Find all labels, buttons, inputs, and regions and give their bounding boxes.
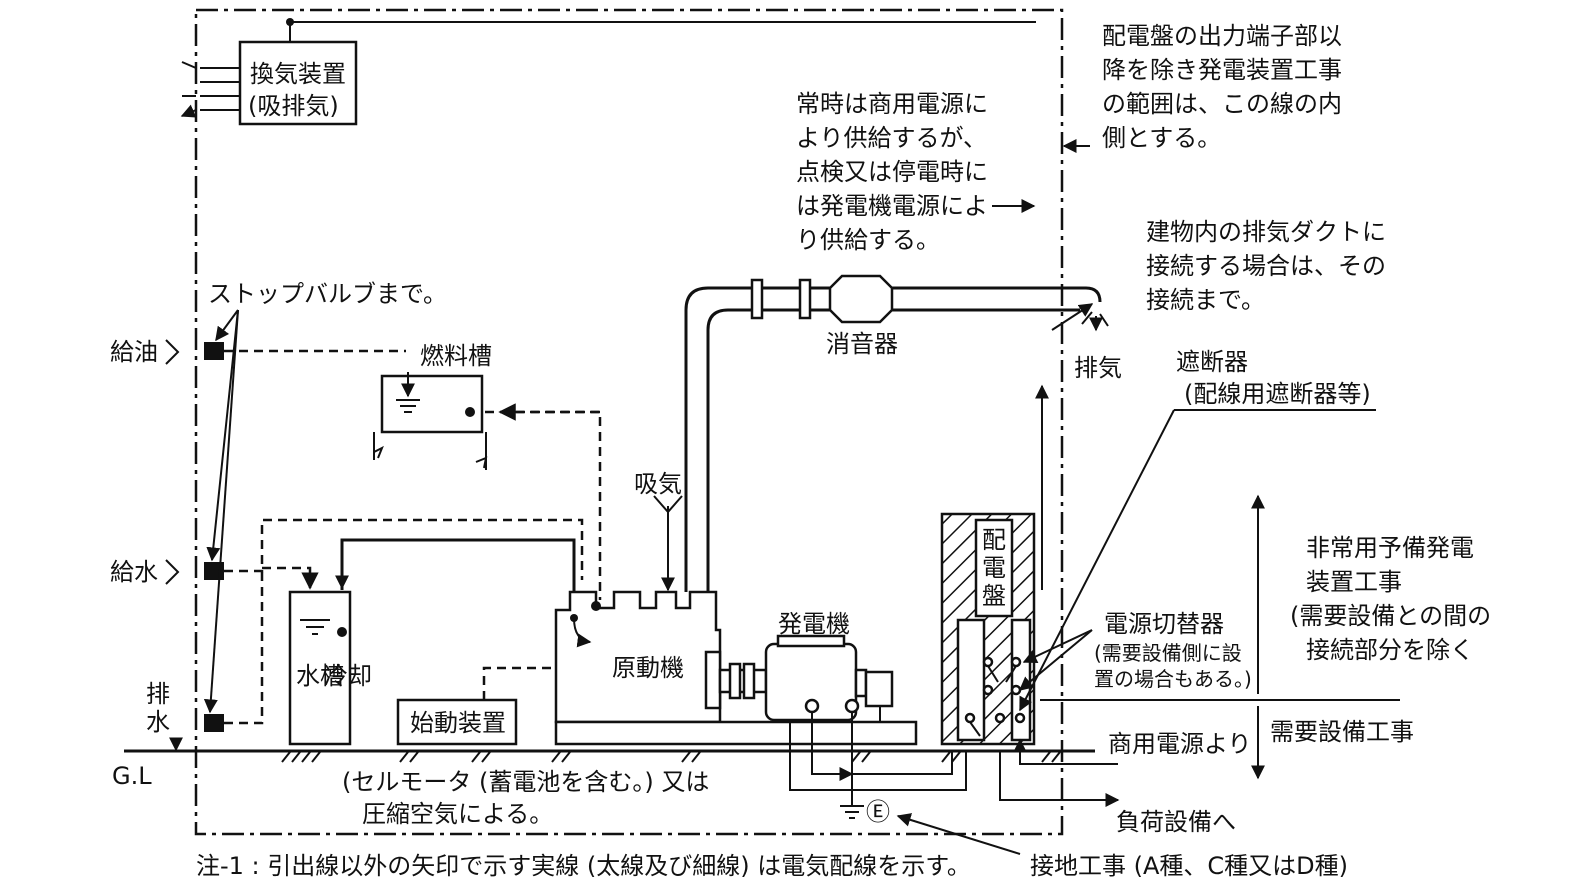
scope-note-3: の範囲は、この線の内 <box>1102 90 1342 118</box>
stop-valve-leaders <box>203 309 239 714</box>
cooling-tank-label-1: 冷却 <box>324 662 372 690</box>
starter-label: 始動装置 <box>410 709 506 737</box>
grounding-work-label: 接地工事 (A種、C種又はD種) <box>1030 852 1348 880</box>
emergency-note-4: 接続部分を除く <box>1306 636 1474 664</box>
ventilation-label-1: 換気装置 <box>250 60 346 88</box>
generator-label: 発電機 <box>778 610 850 638</box>
scope-note-2: 降を除き発電装置工事 <box>1102 56 1342 84</box>
water-pipe <box>224 518 584 580</box>
ventilation-unit <box>182 18 1036 124</box>
intake-label: 吸気 <box>634 470 682 498</box>
fuel-valve <box>204 342 224 360</box>
engine-unit <box>554 495 918 746</box>
duct-note-2: 接続する場合は、その <box>1146 252 1386 280</box>
switch-label-3: 置の場合もある。) <box>1094 667 1252 691</box>
engine-label: 原動機 <box>612 654 684 682</box>
drain-pipe <box>224 571 264 725</box>
demand-work-label: 需要設備工事 <box>1270 718 1414 746</box>
fuel-feed-pipe <box>470 410 602 600</box>
panel-label-1: 配 <box>982 526 1006 554</box>
cooling-inlet-pipe <box>262 566 319 590</box>
muffler-label: 消音器 <box>826 330 898 358</box>
ground-line <box>124 737 1095 763</box>
emergency-note-2: 装置工事 <box>1306 568 1402 596</box>
duct-note-1: 建物内の排気ダクトに <box>1146 218 1386 246</box>
electrical-wiring <box>789 384 1400 807</box>
water-supply-label: 給水 <box>110 558 158 586</box>
emergency-note-3: (需要設備との間の <box>1290 602 1491 630</box>
exhaust-pipe <box>684 274 1108 592</box>
ground-e-symbol: Ⓔ <box>866 798 890 826</box>
ground-symbol <box>840 800 864 819</box>
distribution-panel <box>940 512 1036 746</box>
supply-note-3: 点検又は停電時に <box>796 158 988 186</box>
supply-note-4: は発電機電源によ <box>796 192 988 220</box>
starter-note-1: (セルモータ (蓄電池を含む。) 又は <box>342 768 709 796</box>
gl-label: G.L <box>112 762 152 790</box>
fuel-tank-label: 燃料槽 <box>420 342 492 370</box>
switch-label-2: (需要設備側に設 <box>1094 641 1242 665</box>
emergency-note-1: 非常用予備発電 <box>1306 534 1474 562</box>
duct-note-3: 接続まで。 <box>1146 286 1265 314</box>
drain-label-1: 排 <box>146 680 170 708</box>
from-commercial-label: 商用電源より <box>1108 730 1252 758</box>
drain-valve <box>204 714 224 732</box>
switch-label-1: 電源切替器 <box>1104 610 1224 638</box>
breaker-label-1: 遮断器 <box>1176 348 1248 376</box>
drain-label-2: 水 <box>146 708 170 736</box>
supply-note-2: より供給するが、 <box>796 124 987 152</box>
scope-note-4: 側とする。 <box>1102 124 1221 152</box>
exhaust-label: 排気 <box>1074 354 1122 382</box>
grounding-leader <box>896 813 1021 855</box>
shaft-coupling <box>704 650 768 710</box>
supply-note-1: 常時は商用電源に <box>796 90 988 118</box>
switch-breaker-leaders <box>992 139 1376 712</box>
ventilation-label-2: (吸排気) <box>248 92 339 120</box>
fuel-tank <box>373 372 488 470</box>
starter-line <box>482 666 556 700</box>
starter-unit <box>396 698 518 746</box>
scope-note-1: 配電盤の出力端子部以 <box>1102 22 1342 50</box>
starter-note-2: 圧縮空気による。 <box>362 800 553 828</box>
cooling-water-tank <box>288 538 576 746</box>
scope-boundary-line <box>194 8 1064 836</box>
cooling-tank-label-2: 水槽 <box>296 662 344 690</box>
supply-note-5: り供給する。 <box>796 226 940 254</box>
panel-label-2: 電 <box>982 554 1006 582</box>
breaker-label-2: (配線用遮断器等) <box>1184 380 1371 408</box>
footnote: 注-1 : 引出線以外の矢印で示す実線 (太線及び細線) は電気配線を示す。 <box>196 852 971 880</box>
fuel-supply-label: 給油 <box>110 338 158 366</box>
to-load-label: 負荷設備へ <box>1116 808 1236 836</box>
panel-label-3: 盤 <box>982 582 1006 610</box>
stop-valve-note: ストップバルブまで。 <box>208 280 447 308</box>
